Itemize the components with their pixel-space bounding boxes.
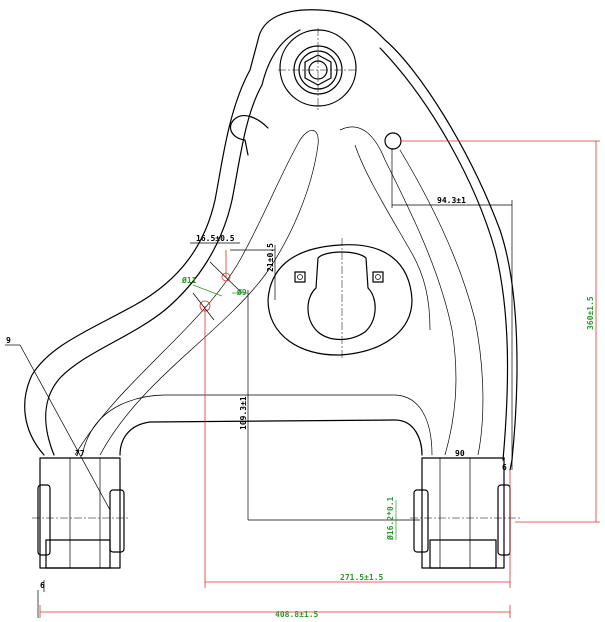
web-rib-center-inner xyxy=(354,144,431,331)
dim-flange-right: 6 xyxy=(502,463,507,472)
wire-clip xyxy=(229,115,269,156)
right-bushing xyxy=(410,457,520,569)
dim-bushing-right-width: 90 xyxy=(455,449,465,458)
web-rib-center xyxy=(339,126,457,456)
dim-bushing-dia: Ø16.2*0.1 xyxy=(385,496,395,541)
pad-bolt-left xyxy=(294,271,306,283)
pad-bolt-right-hole xyxy=(375,274,381,280)
pad-bolt-left-hole xyxy=(297,274,303,280)
web-rib-right xyxy=(399,149,484,456)
dim-hole-offset: 21±0.5 xyxy=(266,243,275,272)
dim-center-height: 109.3±1 xyxy=(239,396,248,430)
pad-bolt-right xyxy=(372,271,384,283)
arm-inner-outline xyxy=(45,29,301,456)
arm-right-inner-edge xyxy=(379,47,509,461)
center-pad xyxy=(267,244,413,356)
dim-overall-width: 408.8±1.5 xyxy=(275,610,319,619)
arm-lower-edge xyxy=(119,419,423,456)
left-bushing xyxy=(32,457,130,569)
arm-lower-inner-edge xyxy=(81,394,433,456)
dim-height: 360±1.5 xyxy=(586,296,595,330)
dim-pivot-span: 271.5±1.5 xyxy=(340,573,384,582)
dim-flange-left: 6 xyxy=(40,581,45,590)
dim-hole-dia-small: Ø9 xyxy=(236,287,247,297)
web-rib-left xyxy=(74,130,319,456)
keyhole-slot xyxy=(307,251,376,341)
dim-leader-9: 9 xyxy=(6,336,11,345)
reference-hole xyxy=(384,132,402,150)
dim-bushing-left-width: 77 xyxy=(75,449,85,458)
arm-outer-outline xyxy=(24,9,518,471)
dim-hole-spacing: 16.5±0.5 xyxy=(196,234,235,243)
dim-ball-joint-offset: 94.3±1 xyxy=(437,196,466,205)
dim-hole-dia-large: Ø11 xyxy=(181,275,197,285)
